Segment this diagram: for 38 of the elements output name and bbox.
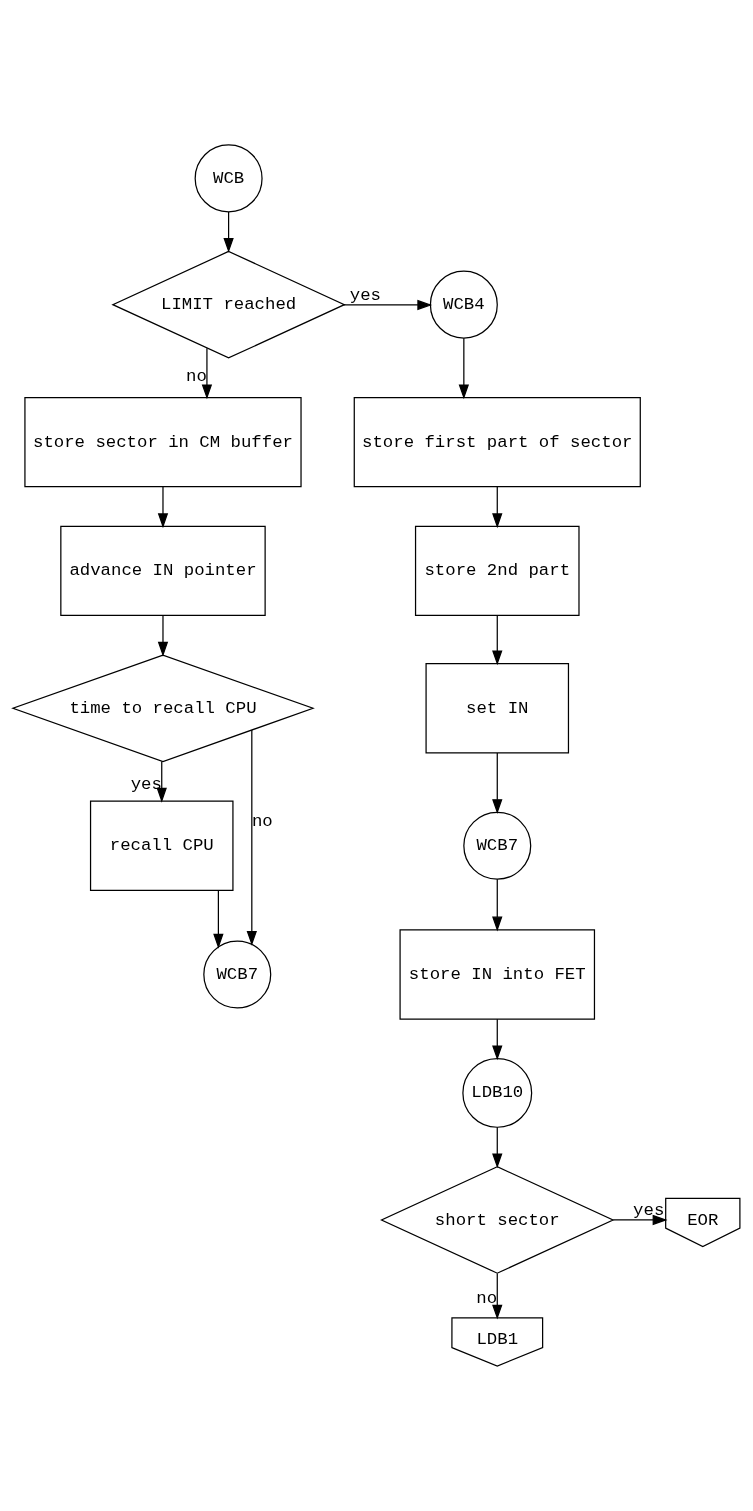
arrow	[492, 614, 503, 666]
node-box: store IN into FET	[399, 929, 596, 1020]
arrow	[201, 347, 213, 400]
arrow	[492, 1272, 503, 1320]
edge-label: yes	[130, 774, 162, 794]
arrow	[246, 729, 258, 946]
node-circle: WCB4	[429, 270, 498, 339]
node-circle: LDB10	[462, 1057, 533, 1128]
node-box: advance IN pointer	[60, 525, 266, 617]
arrow	[492, 752, 503, 815]
edge-label: no	[476, 1289, 498, 1309]
edge-label: yes	[633, 1201, 665, 1221]
arrow	[492, 486, 503, 529]
arrow	[156, 760, 167, 803]
node-box: store 2nd part	[414, 525, 580, 617]
arrow	[492, 1126, 503, 1169]
node-circle: WCB7	[203, 940, 272, 1009]
arrow	[157, 486, 169, 529]
edge-label: no	[251, 812, 273, 832]
arrow	[157, 614, 169, 657]
node-box: store first part of sector	[353, 396, 641, 488]
arrow	[492, 1018, 503, 1061]
arrow	[223, 211, 234, 253]
node-diamond: LIMIT reached	[111, 250, 346, 359]
node-circle: WCB	[194, 144, 263, 213]
node-box: set IN	[425, 663, 570, 754]
node-circle: WCB7	[463, 811, 532, 880]
node-box: recall CPU	[89, 800, 234, 891]
arrow	[213, 889, 224, 949]
arrow	[343, 299, 433, 311]
arrow	[458, 337, 470, 400]
node-diamond: time to recall CPU	[11, 654, 315, 763]
arrow	[612, 1214, 668, 1226]
arrow	[492, 878, 503, 932]
node-box: store sector in CM buffer	[24, 396, 302, 488]
node-diamond: short sector	[380, 1166, 615, 1274]
edge-label: no	[186, 366, 207, 386]
edge-label: yes	[349, 286, 381, 306]
